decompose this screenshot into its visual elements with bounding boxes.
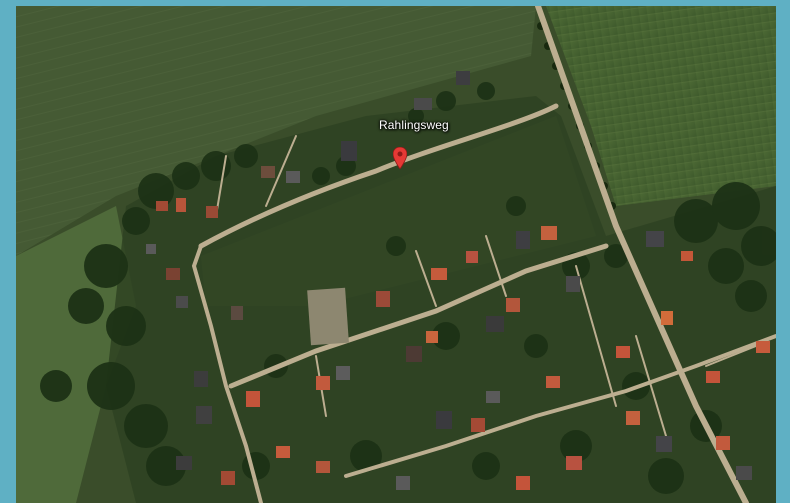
satellite-map[interactable]: Rahlingsweg (16, 6, 776, 503)
map-pin-icon[interactable] (393, 147, 407, 169)
satellite-imagery (16, 6, 776, 503)
place-label[interactable]: Rahlingsweg (379, 118, 449, 132)
